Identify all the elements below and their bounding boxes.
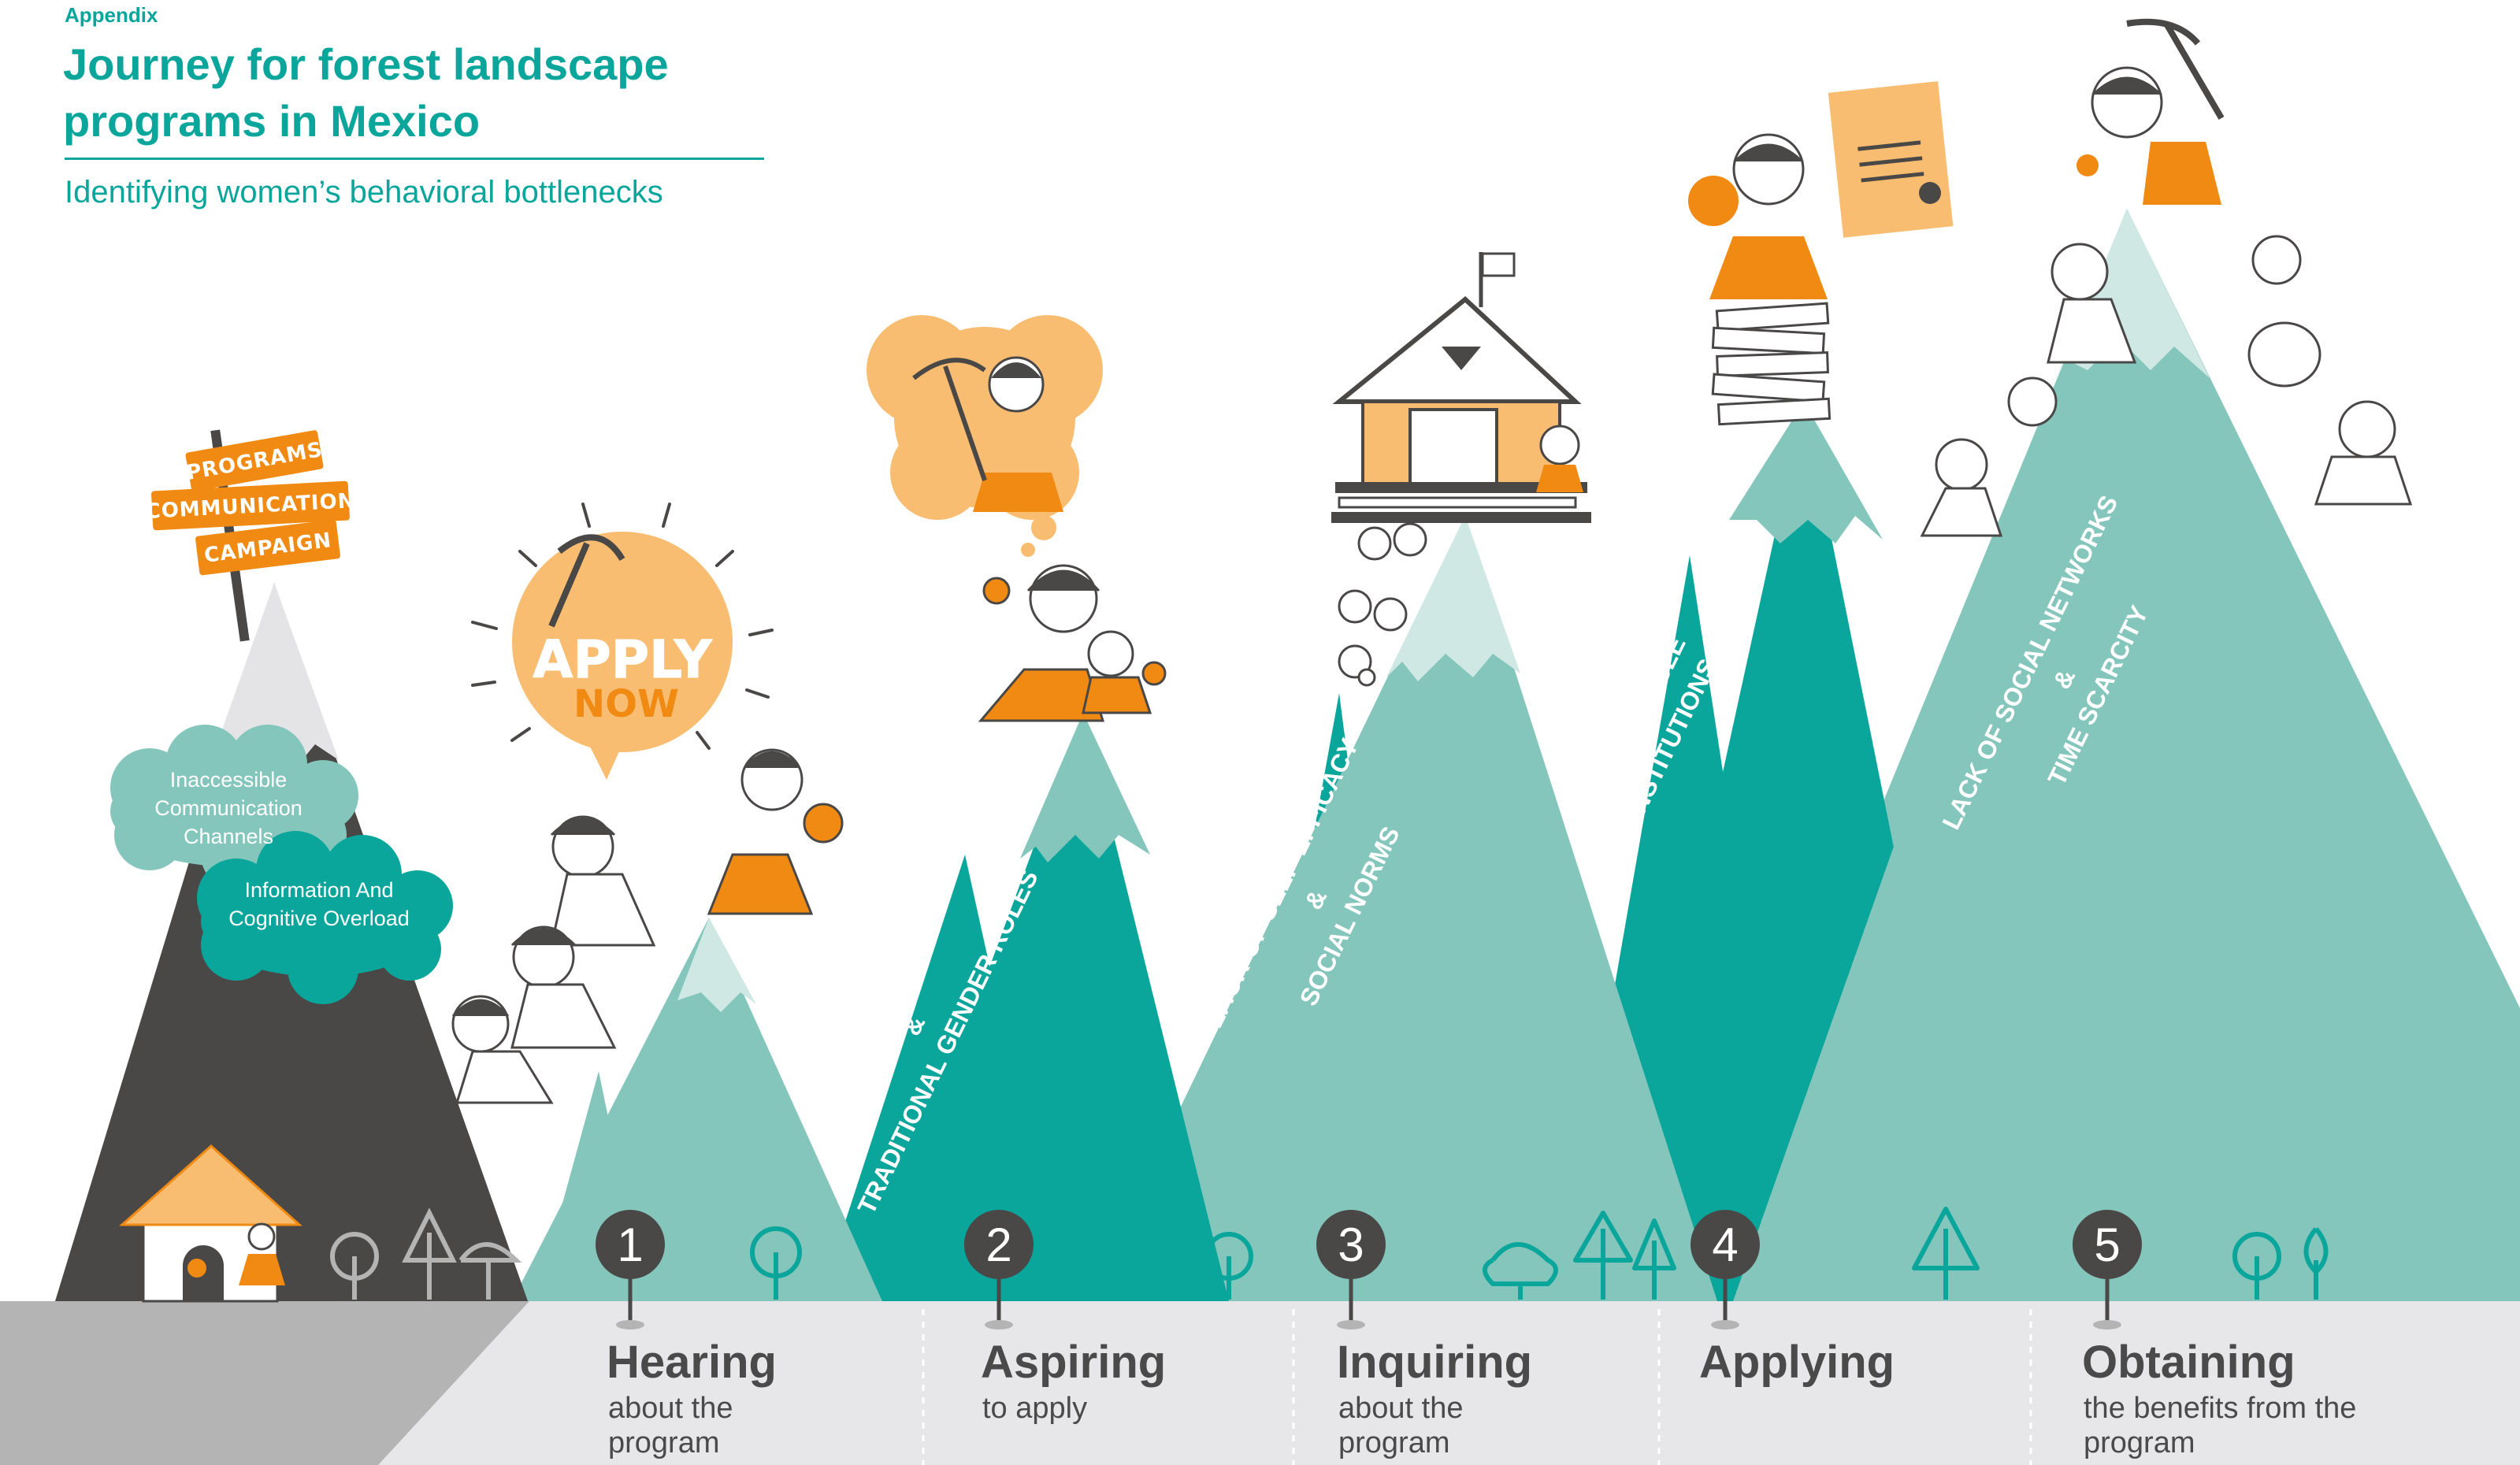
cloud-label-channels: Inaccessible Communication Channels: [154, 768, 302, 848]
mountain-applying-snow: [1729, 402, 1883, 543]
stage-number-3: 3: [1338, 1218, 1364, 1271]
page-subtitle: Identifying women’s behavioral bottlenec…: [65, 175, 663, 210]
stage-desc-hearing: about the program: [608, 1392, 733, 1459]
title-divider: [65, 158, 764, 160]
mountain-inquiring: [1087, 516, 1717, 1301]
trees-grey: [330, 1207, 522, 1300]
stage-number-5: 5: [2094, 1218, 2120, 1271]
woman-applying: [1688, 81, 1954, 426]
stage-name-hearing: Hearing: [607, 1337, 777, 1388]
women-group-hearing: [451, 748, 844, 1104]
cloud-label-overload: Information And Cognitive Overload: [228, 878, 410, 930]
trees: [750, 1207, 2329, 1300]
page-title: Journey for forest landscape programs in…: [63, 39, 669, 146]
woman-aspiring: [978, 564, 1167, 722]
stage-desc-aspiring: to apply: [982, 1392, 1088, 1425]
stage-pin-4: 4: [1691, 1210, 1760, 1330]
mountain-aspiring: [867, 713, 1229, 1301]
hut: [119, 1144, 302, 1303]
stage-pins: 1 2 3 4 5: [596, 1210, 2142, 1330]
ground-shadow: [0, 1301, 529, 1465]
stage-name-inquiring: Inquiring: [1337, 1337, 1533, 1388]
mountain-hearing-snow: [677, 918, 756, 1012]
women-group-obtaining: [1920, 235, 2413, 537]
mountain-inquiring-snow: [1386, 516, 1520, 681]
stage-name-aspiring: Aspiring: [981, 1337, 1167, 1388]
women-climbing-inquiring: [1338, 522, 1427, 687]
woman-obtaining: [2076, 18, 2225, 205]
signpost: PROGRAMS COMMUNICATION CAMPAIGN: [145, 429, 356, 642]
thought-bubble: [867, 315, 1103, 557]
mountain-aspiring-snow: [1020, 713, 1150, 862]
stage-dividers: [922, 1309, 2032, 1465]
cloud-overload: [197, 831, 453, 1004]
stage-desc-obtaining: the benefits from the program: [2084, 1392, 2357, 1459]
stage-pin-2: 2: [964, 1210, 1034, 1330]
stage-pin-5: 5: [2073, 1210, 2142, 1330]
stage-pin-3: 3: [1316, 1210, 1386, 1330]
stage-name-obtaining: Obtaining: [2082, 1337, 2295, 1388]
stage-number-4: 4: [1712, 1218, 1738, 1271]
apply-now-bubble: APPLY NOW: [471, 503, 774, 780]
apply-text: APPLY: [533, 629, 713, 690]
stage-pin-1: 1: [596, 1210, 665, 1330]
mountain-obtaining-front: [1733, 410, 2198, 1301]
stage-number-1: 1: [617, 1218, 643, 1271]
appendix-label: Appendix: [65, 3, 158, 27]
stage-number-2: 2: [985, 1218, 1011, 1271]
stage-name-applying: Applying: [1699, 1337, 1895, 1388]
mountain-communication-snow: [213, 583, 339, 772]
stage-desc-inquiring: about the program: [1338, 1392, 1464, 1459]
now-text: NOW: [573, 682, 679, 726]
town-hall: [1331, 252, 1591, 523]
